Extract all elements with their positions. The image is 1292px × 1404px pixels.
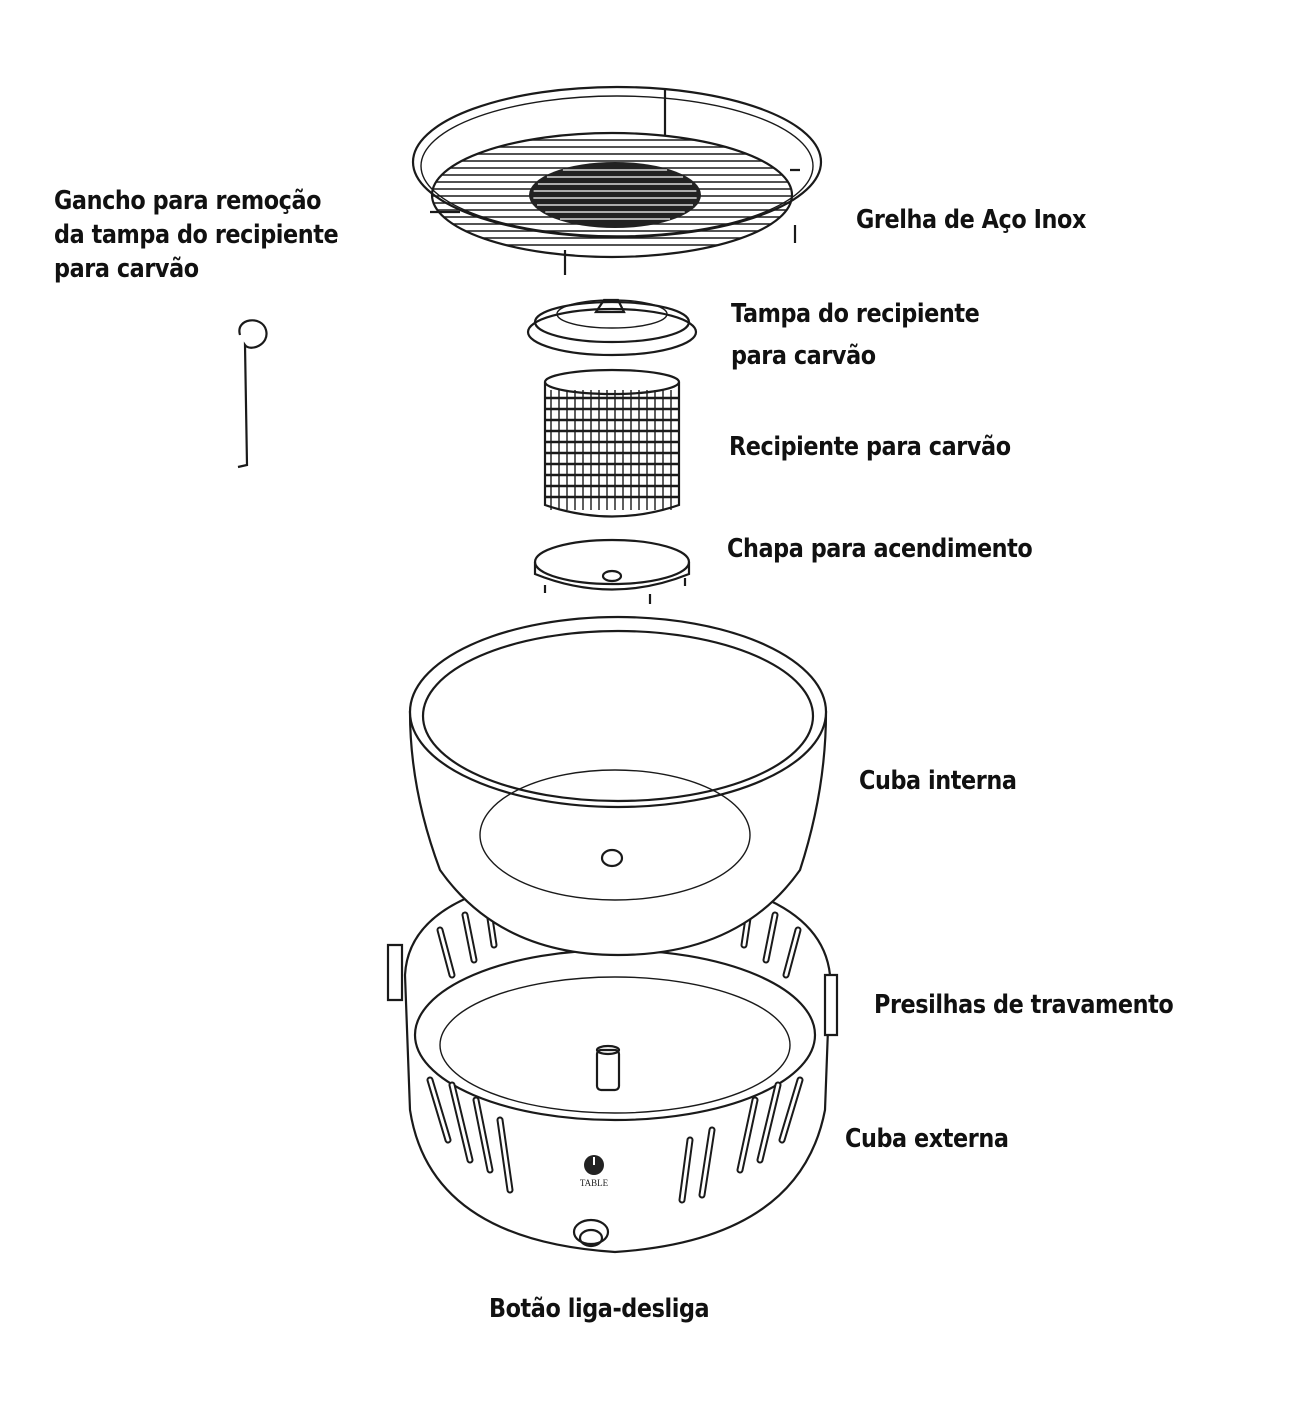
label-line: Gancho para remoção [54,186,322,216]
vent-slot [428,1078,450,1142]
vent-slot [780,1078,802,1142]
label-clips: Presilhas de travamento [874,990,1174,1020]
outer-bowl: TABLE [386,868,839,1254]
vent-slot [700,1128,714,1197]
label-line: para carvão [54,254,199,284]
label-line: Tampa do recipiente [731,299,980,329]
removal-hook [237,319,268,469]
charcoal-container-lid [526,298,698,357]
vent-slot [738,1098,757,1172]
vent-slot [680,1138,692,1202]
label-inner-bowl: Cuba interna [859,766,1017,796]
table-grill-logo: TABLE [580,1178,609,1188]
vent-slot [450,1083,472,1162]
vent-slot [463,913,476,962]
label-outer-bowl: Cuba externa [845,1124,1009,1154]
inner-bowl [408,615,828,957]
vent-slot [764,913,777,962]
ignition-plate [533,538,691,604]
label-grill: Grelha de Aço Inox [856,205,1086,235]
label-hook: Gancho para remoção da tampa do recipien… [54,184,339,286]
label-line: da tampa do recipiente [54,220,339,250]
label-plate: Chapa para acendimento [727,534,1033,564]
vent-slot [758,1083,780,1162]
vent-slot [474,1098,492,1172]
label-basket: Recipiente para carvão [729,432,1011,462]
label-line: para carvão [731,341,876,371]
stainless-grill-grate [411,85,823,275]
vent-slot [784,928,800,977]
vent-slot [438,928,454,977]
label-power-button: Botão liga-desliga [489,1294,710,1324]
vent-slot [498,1118,512,1192]
charcoal-container [543,368,681,518]
label-lid: Tampa do recipiente para carvão [731,293,980,377]
